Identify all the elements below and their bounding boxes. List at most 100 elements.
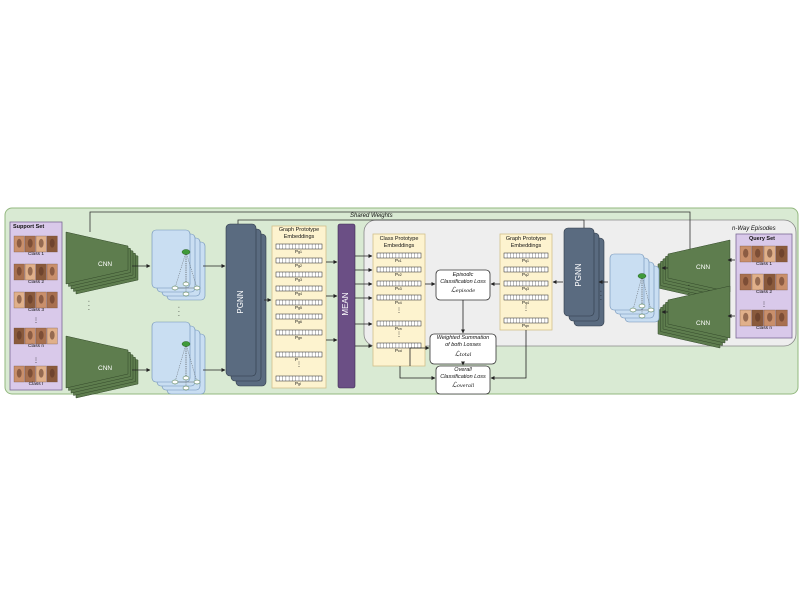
- support-set-title: Support Set: [13, 224, 45, 230]
- embedding-label: Pq1: [522, 258, 529, 263]
- embedding-bar: [275, 313, 323, 320]
- cnn-label-left-top: CNN: [98, 261, 113, 268]
- embedding-label: Pgn: [295, 335, 302, 340]
- graph-edge: [632, 275, 643, 311]
- mean-block: [337, 223, 356, 389]
- query-vdots: ⋮: [761, 302, 767, 308]
- ellipsis-left-vertical: · · ·: [85, 300, 92, 311]
- embedding-label: Pg2: [295, 263, 302, 268]
- graph-node: [182, 281, 190, 287]
- embedding-bar: [503, 266, 549, 273]
- graph-proto-left-title-1: Graph Prototype: [278, 227, 320, 233]
- graph-card: [151, 321, 191, 383]
- embedding-bar: [376, 266, 422, 273]
- embedding-label-sub: gn: [298, 336, 302, 340]
- graph-card: [609, 253, 645, 311]
- overall-loss-sub: overall: [456, 383, 475, 389]
- embedding-label: Pcd: [395, 348, 402, 353]
- graph-proto-left-title-2: Embeddings: [283, 234, 315, 240]
- support-class-label: Class 2: [28, 280, 44, 285]
- pgnn-block-left: [225, 223, 267, 387]
- graph-stack-left-top: [151, 229, 206, 301]
- class-proto-title-1: Class Prototype: [379, 236, 419, 242]
- support-thumb-3: [13, 327, 58, 345]
- embedding-label: Pc4: [395, 300, 402, 305]
- cnn-layer: [65, 335, 129, 389]
- embedding-label-sub: cn: [398, 327, 402, 331]
- embedding-label-sub: g3: [298, 278, 302, 282]
- episodic-loss-line-2: Classification Loss: [440, 279, 486, 285]
- pgnn-label-right: PGNN: [574, 263, 583, 287]
- shared-weights-label: Shared Weights: [350, 213, 393, 219]
- overall-loss-line-2: Classification Loss: [440, 374, 486, 380]
- cnn-stack-right-top: [657, 239, 731, 303]
- support-class-label: Class I: [28, 382, 44, 387]
- graph-node: [638, 303, 646, 309]
- graph-node: [182, 375, 190, 381]
- connectors: [132, 254, 735, 380]
- weighted-loss-line-1: Weighted Summation: [436, 335, 490, 341]
- query-set-title: Query Set: [749, 236, 775, 242]
- class-proto-title-2: Embeddings: [383, 243, 415, 249]
- query-class-label: Class n: [756, 326, 772, 331]
- graph-node: [171, 379, 179, 385]
- query-class-label: Class 2: [756, 290, 772, 295]
- embedding-label-sub: qn: [525, 324, 529, 328]
- mean-label: MEAN: [341, 292, 350, 316]
- embedding-bars-left: [275, 243, 323, 382]
- embedding-bar: [503, 317, 549, 324]
- embedding-bar: [275, 243, 323, 250]
- embedding-label: Pqn: [522, 323, 529, 328]
- cnn-stack-left-bottom: [65, 335, 139, 399]
- embedding-label-sub: g1: [298, 250, 302, 254]
- embedding-vdots: ⋮: [296, 362, 302, 368]
- embedding-bar: [376, 252, 422, 259]
- overall-loss-line-1: Overall: [454, 367, 472, 373]
- embedding-label: P: [295, 357, 299, 362]
- embedding-label: Pg3: [295, 277, 302, 282]
- shared-weights-line: [89, 211, 691, 250]
- graph-stack-right: [609, 253, 660, 323]
- embedding-label-sub: c1: [398, 259, 402, 263]
- graph-card: [151, 229, 191, 289]
- embedding-label-sub: g5: [298, 306, 302, 310]
- ellipsis-right-vertical: · · ·: [685, 284, 692, 295]
- episodic-loss-sub: episode: [455, 288, 476, 294]
- embedding-label: PgI: [295, 381, 301, 386]
- episodic-loss-line-1: Episodic: [452, 272, 474, 278]
- embedding-label-sub: q1: [525, 259, 529, 263]
- embedding-label-sub: c2: [398, 273, 402, 277]
- cnn-stack-right-bottom: [657, 285, 731, 349]
- embedding-label: Pg1: [295, 249, 302, 254]
- cnn-layer: [65, 231, 129, 285]
- embedding-bar: [275, 299, 323, 306]
- support-class-label: Class 3: [28, 308, 44, 313]
- embedding-label-sub: q4: [525, 301, 529, 305]
- embedding-vdots: ⋮: [396, 332, 402, 338]
- embedding-label-sub: q2: [525, 273, 529, 277]
- embedding-label-sub: g2: [298, 264, 302, 268]
- embedding-bar: [275, 271, 323, 278]
- embedding-bar: [503, 294, 549, 301]
- embedding-bar: [275, 351, 323, 358]
- support-class-label: Class n: [28, 344, 44, 349]
- graph-node: [638, 313, 646, 319]
- cnn-layer: [667, 285, 731, 339]
- graph-node: [647, 307, 655, 313]
- n-way-label: n-Way Episodes: [732, 226, 776, 232]
- embedding-label: Pcn: [395, 326, 402, 331]
- graph-edge: [185, 251, 198, 289]
- embedding-bar: [376, 294, 422, 301]
- support-class-label: Class 1: [28, 252, 44, 257]
- graph-node: [181, 341, 191, 347]
- embedding-bar: [275, 329, 323, 336]
- embedding-label-sub: c3: [398, 287, 402, 291]
- embedding-label: Pq4: [522, 300, 529, 305]
- embedding-bar: [503, 280, 549, 287]
- overall-loss-L: ℒ: [451, 381, 457, 389]
- graph-edge: [174, 251, 187, 289]
- embedding-label: Pc1: [395, 258, 402, 263]
- query-thumb-2: [739, 309, 788, 327]
- overall-loss-box: [435, 365, 491, 395]
